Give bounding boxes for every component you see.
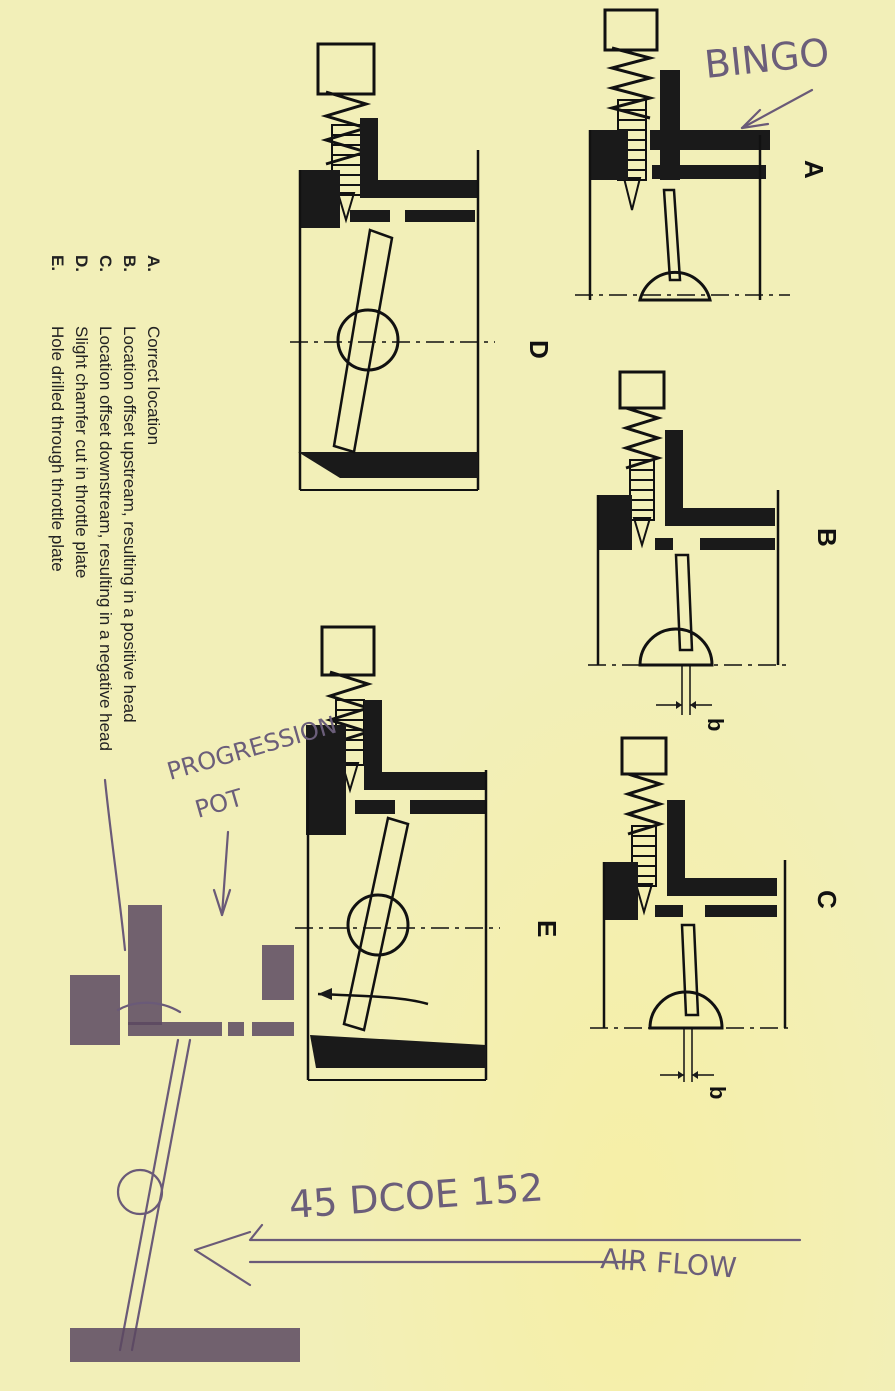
- hand-airflow: AIR FLOW: [600, 1242, 738, 1284]
- diagram-c: C b: [590, 736, 842, 1099]
- diagram-a: A: [575, 8, 829, 302]
- caption-e-text: Hole drilled through throttle plate: [48, 326, 67, 572]
- caption-d-text: Slight chamfer cut in throttle plate: [72, 326, 91, 578]
- dim-b-2: b: [705, 1086, 730, 1099]
- label-b: B: [812, 528, 842, 547]
- caption-b-key: B.: [120, 255, 139, 272]
- diagram-e: E: [295, 625, 562, 1081]
- hand-bingo: BINGO: [702, 30, 831, 87]
- diagram-d: D: [290, 42, 554, 491]
- hand-model: 45 DCOE 152: [288, 1165, 545, 1227]
- caption-d-key: D.: [72, 255, 91, 272]
- caption-c-text: Location offset downstream, resulting in…: [96, 326, 115, 751]
- label-a: A: [799, 160, 829, 179]
- caption-list: A. Correct location B. Location offset u…: [48, 255, 163, 751]
- caption-c-key: C.: [96, 255, 115, 272]
- handwritten-notes: BINGO PROGRESSION POT 45 DCOE 152 AIR FL…: [70, 30, 831, 1362]
- label-e: E: [532, 920, 562, 937]
- caption-b-text: Location offset upstream, resulting in a…: [120, 326, 139, 723]
- dim-b-1: b: [703, 718, 728, 731]
- label-d: D: [524, 340, 554, 359]
- label-c: C: [812, 890, 842, 909]
- diagram-b: B b: [588, 370, 842, 731]
- caption-a-text: Correct location: [144, 326, 163, 445]
- hand-pot: POT: [192, 784, 246, 824]
- caption-a-key: A.: [144, 255, 163, 272]
- caption-e-key: E.: [48, 255, 67, 271]
